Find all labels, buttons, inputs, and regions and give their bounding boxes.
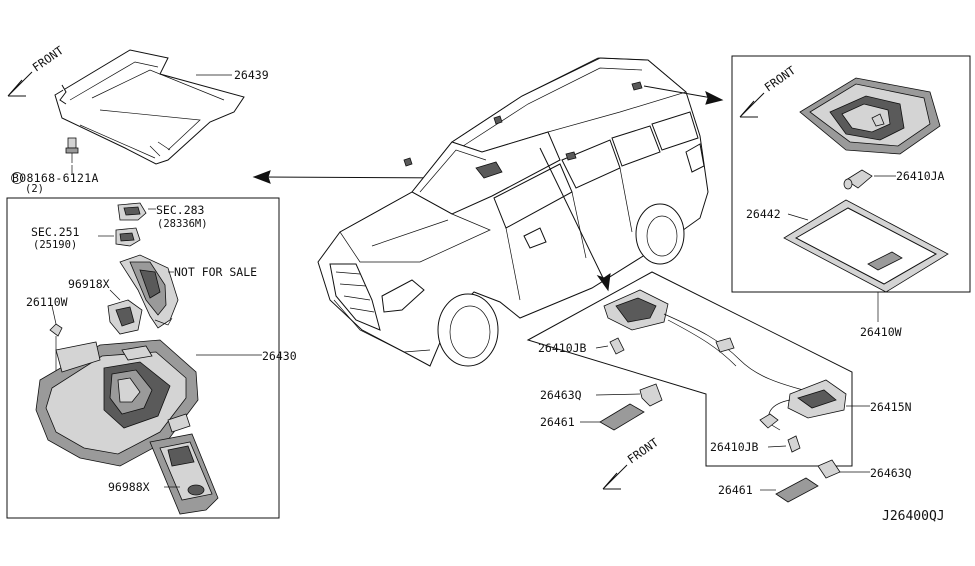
label-sec251-ref: (25190) — [33, 239, 77, 251]
label-sec251: SEC.251 — [31, 225, 80, 239]
label-sec283: SEC.283 — [156, 203, 205, 217]
label-26461-1: 26461 — [540, 415, 575, 429]
label-26415n: 26415N — [870, 400, 912, 414]
vehicle-outline — [317, 57, 709, 367]
diagram-id: J26400QJ — [882, 509, 945, 524]
label-26463q-2: 26463Q — [870, 466, 912, 480]
part-sec251 — [115, 227, 141, 247]
label-26442: 26442 — [746, 207, 781, 221]
label-not-for-sale: NOT FOR SALE — [174, 265, 257, 279]
assembly-box-26430 — [6, 197, 280, 519]
part-26110w — [49, 323, 63, 372]
headliner-bracket-26439 — [54, 49, 245, 165]
front-label-1: FRONT — [30, 43, 66, 74]
part-96918x — [107, 299, 143, 335]
label-26410ja: 26410JA — [896, 169, 945, 183]
label-96988x: 96988X — [108, 480, 150, 494]
part-96988x — [149, 433, 219, 515]
part-26442-lens — [783, 199, 949, 293]
part-room-lamp-housing — [799, 77, 941, 155]
part-overhead-console — [35, 339, 199, 467]
label-26410jb-2: 26410JB — [710, 440, 759, 454]
part-26410jb-bulb-lower — [787, 435, 801, 453]
part-26463q-clip-right — [817, 459, 841, 479]
assembly-box-26410w — [731, 55, 971, 293]
label-bolt-qty: (2) — [25, 183, 44, 195]
label-26461-2: 26461 — [718, 483, 753, 497]
part-26410jb-bulb-upper — [609, 337, 625, 355]
label-26439: 26439 — [234, 68, 269, 82]
front-label-3: FRONT — [625, 435, 661, 466]
label-96918x: 96918X — [68, 277, 110, 291]
label-26430: 26430 — [262, 349, 297, 363]
front-label-2: FRONT — [762, 63, 798, 94]
part-26461-lens-left — [599, 403, 645, 431]
label-26110w: 26110W — [26, 295, 68, 309]
assembly-box-26415n — [526, 271, 853, 467]
part-sec283 — [117, 202, 147, 221]
label-sec283-ref: (28336M) — [157, 218, 208, 230]
part-26461-lens-right — [775, 477, 819, 503]
front-arrow-right-box: FRONT — [739, 63, 798, 118]
part-26463q-clip-left — [639, 383, 663, 407]
label-bolt: B08168-6121A — [12, 171, 99, 185]
label-26410jb-1: 26410JB — [538, 341, 587, 355]
label-26410w: 26410W — [860, 325, 902, 339]
front-arrow-bottom: FRONT — [602, 435, 661, 490]
label-26463q-1: 26463Q — [540, 388, 582, 402]
part-26410ja-bulb — [843, 169, 873, 190]
part-26415n-harness — [603, 289, 847, 431]
front-arrow-top-left: FRONT — [7, 43, 66, 97]
part-map-lamp-bracket — [119, 254, 179, 329]
